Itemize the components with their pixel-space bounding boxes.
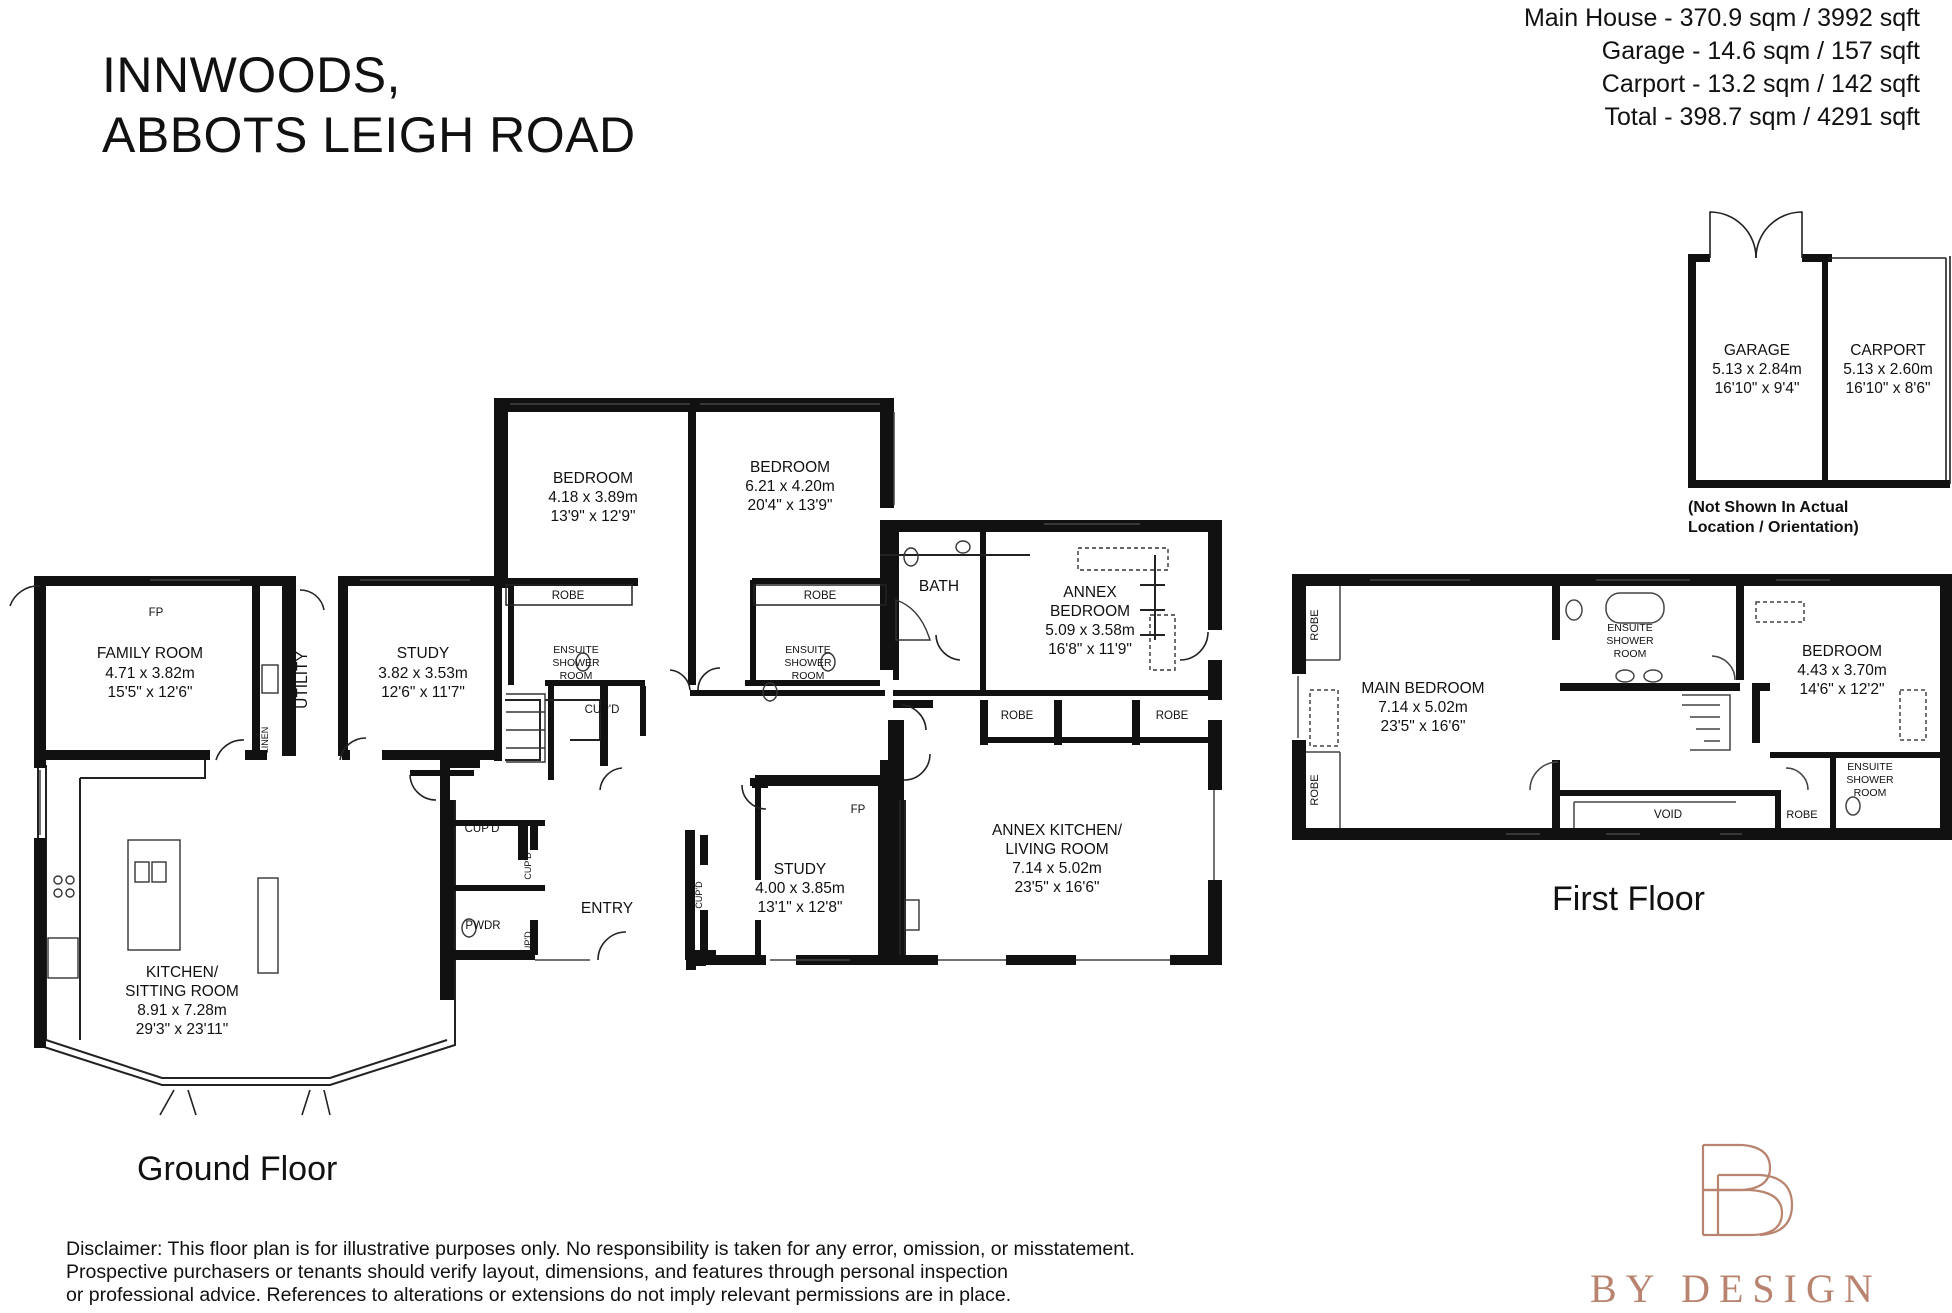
- garage-carport-plan: GARAGE 5.13 x 2.84m 16'10" x 9'4" CARPOR…: [1688, 211, 1951, 488]
- brand-wordmark: BY DESIGN: [1590, 1266, 1882, 1311]
- robe-label-1: ROBE: [552, 590, 585, 602]
- fp-label-2: FP: [851, 804, 866, 816]
- annex-kitchen-label-1: ANNEX KITCHEN/: [992, 822, 1123, 839]
- kitchen-metric: 8.91 x 7.28m: [137, 1002, 227, 1019]
- annex-kitchen-imperial: 23'5" x 16'6": [1014, 879, 1099, 896]
- garage-location-note: (Not Shown In Actual Location / Orientat…: [1688, 498, 1859, 538]
- first-floor-label: First Floor: [1552, 880, 1705, 918]
- garage-metric: 5.13 x 2.84m: [1712, 361, 1802, 378]
- ff-bedroom-metric: 4.43 x 3.70m: [1797, 662, 1887, 679]
- main-bedroom-imperial: 23'5" x 16'6": [1380, 718, 1465, 735]
- ensuite-2-label-a: ENSUITE: [785, 644, 831, 656]
- ground-floor-plan: FAMILY ROOM 4.71 x 3.82m 15'5" x 12'6" U…: [9, 398, 1222, 1116]
- bedroom-1-metric: 4.18 x 3.89m: [548, 489, 638, 506]
- bedroom-1-imperial: 13'9" x 12'9": [550, 508, 635, 525]
- fp-label: FP: [149, 607, 164, 619]
- area-carport: Carport - 13.2 sqm / 142 sqft: [1601, 70, 1920, 98]
- note-line-1: (Not Shown In Actual: [1688, 499, 1849, 516]
- study-2-imperial: 13'1" x 12'8": [757, 899, 842, 916]
- void-label: VOID: [1654, 809, 1682, 821]
- pwdr-label: PWDR: [465, 920, 500, 932]
- family-room-metric: 4.71 x 3.82m: [105, 665, 195, 682]
- carport-label: CARPORT: [1850, 342, 1926, 359]
- annex-bedroom-metric: 5.09 x 3.58m: [1045, 622, 1135, 639]
- ff-ensuite-2-a: ENSUITE: [1847, 761, 1893, 773]
- area-total: Total - 398.7 sqm / 4291 sqft: [1604, 103, 1920, 131]
- ff-ensuite-1-b: SHOWER: [1606, 635, 1654, 647]
- ff-ensuite-2-b: SHOWER: [1846, 774, 1894, 786]
- first-floor-plan: MAIN BEDROOM 7.14 x 5.02m 23'5" x 16'6" …: [1292, 574, 1952, 840]
- ff-bedroom-label: BEDROOM: [1802, 643, 1882, 660]
- ff-ensuite-1-c: ROOM: [1614, 648, 1647, 660]
- main-bedroom-label: MAIN BEDROOM: [1361, 680, 1484, 697]
- study-1-imperial: 12'6" x 11'7": [381, 684, 465, 701]
- linen-label: LINEN: [260, 727, 270, 754]
- bedroom-1-label: BEDROOM: [553, 470, 633, 487]
- study-1-label: STUDY: [397, 645, 450, 662]
- ensuite-2-label-c: ROOM: [792, 670, 825, 682]
- bedroom-2-metric: 6.21 x 4.20m: [745, 478, 835, 495]
- bd-monogram-icon: [1701, 1143, 1794, 1237]
- cupd-label-1: CUP'D: [585, 704, 620, 716]
- family-room-label: FAMILY ROOM: [97, 645, 203, 662]
- ff-robe-label-2: ROBE: [1309, 774, 1321, 805]
- carport-metric: 5.13 x 2.60m: [1843, 361, 1933, 378]
- disclaimer-line-3: or professional advice. References to al…: [66, 1284, 1012, 1306]
- ff-bedroom-imperial: 14'6" x 12'2": [1799, 681, 1884, 698]
- area-summary: Main House - 370.9 sqm / 3992 sqft Garag…: [1524, 2, 1920, 134]
- carport-imperial: 16'10" x 8'6": [1845, 380, 1930, 397]
- ensuite-1-label-c: ROOM: [560, 670, 593, 682]
- cupd-label-4: CUP'D: [523, 931, 533, 959]
- bedroom-2-imperial: 20'4" x 13'9": [747, 497, 832, 514]
- area-main-house: Main House - 370.9 sqm / 3992 sqft: [1523, 4, 1920, 32]
- ground-floor-label: Ground Floor: [137, 1150, 338, 1188]
- ground-floor-fixture-labels: FP FP LINEN ROBE ROBE ROBE ROBE ENSUITE …: [149, 584, 1189, 959]
- family-room-imperial: 15'5" x 12'6": [107, 684, 192, 701]
- property-title-line-2: ABBOTS LEIGH ROAD: [102, 107, 636, 163]
- property-title-line-1: INNWOODS,: [102, 47, 401, 103]
- ensuite-1-label-a: ENSUITE: [553, 644, 599, 656]
- annex-bedroom-label-2: BEDROOM: [1050, 603, 1130, 620]
- study-2-metric: 4.00 x 3.85m: [755, 880, 845, 897]
- ff-ensuite-1-a: ENSUITE: [1607, 622, 1653, 634]
- ensuite-2-label-b: SHOWER: [784, 657, 832, 669]
- entry-label: ENTRY: [581, 900, 633, 917]
- kitchen-imperial: 29'3" x 23'11": [136, 1021, 228, 1038]
- main-bedroom-metric: 7.14 x 5.02m: [1378, 699, 1468, 716]
- ff-robe-label-1: ROBE: [1309, 609, 1321, 640]
- ensuite-1-label-b: SHOWER: [552, 657, 600, 669]
- ff-robe-label-3: ROBE: [1786, 809, 1817, 821]
- cupd-label-2: CUP'D: [465, 823, 500, 835]
- robe-label-2: ROBE: [804, 590, 837, 602]
- robe-label-3: ROBE: [1001, 710, 1034, 722]
- cupd-label-3: CUP'D: [523, 852, 533, 880]
- ground-floor-room-labels: FAMILY ROOM 4.71 x 3.82m 15'5" x 12'6" U…: [97, 459, 1135, 1038]
- bedroom-2-label: BEDROOM: [750, 459, 830, 476]
- annex-kitchen-label-2: LIVING ROOM: [1005, 841, 1108, 858]
- disclaimer-line-1: Disclaimer: This floor plan is for illus…: [66, 1238, 1135, 1260]
- cupd-label-5: CUP'D: [694, 881, 704, 909]
- robe-label-4: ROBE: [1156, 710, 1189, 722]
- garage-label: GARAGE: [1724, 342, 1790, 359]
- note-line-2: Location / Orientation): [1688, 519, 1859, 536]
- disclaimer: Disclaimer: This floor plan is for illus…: [66, 1238, 1266, 1307]
- kitchen-label-2: SITTING ROOM: [125, 983, 239, 1000]
- study-2-label: STUDY: [774, 861, 827, 878]
- utility-label: UTILITY: [294, 651, 311, 709]
- annex-bedroom-label-1: ANNEX: [1063, 584, 1117, 601]
- kitchen-label-1: KITCHEN/: [146, 964, 219, 981]
- bath-label: BATH: [919, 578, 959, 595]
- annex-kitchen-metric: 7.14 x 5.02m: [1012, 860, 1102, 877]
- garage-imperial: 16'10" x 9'4": [1714, 380, 1799, 397]
- disclaimer-line-2: Prospective purchasers or tenants should…: [66, 1261, 1008, 1283]
- ff-ensuite-2-c: ROOM: [1854, 787, 1887, 799]
- area-garage: Garage - 14.6 sqm / 157 sqft: [1601, 37, 1920, 65]
- annex-bedroom-imperial: 16'8" x 11'9": [1048, 641, 1132, 658]
- study-1-metric: 3.82 x 3.53m: [378, 665, 468, 682]
